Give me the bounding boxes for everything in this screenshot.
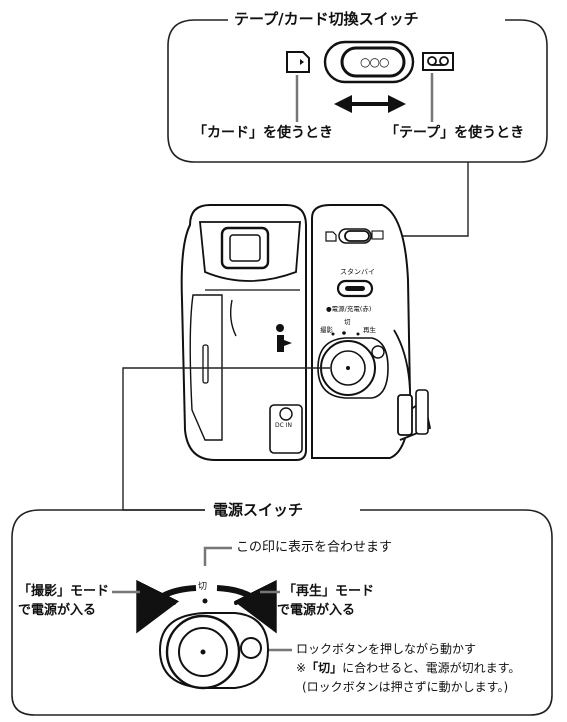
lock-note: ロックボタンを押しながら動かす xyxy=(296,642,477,656)
double-arrow-icon xyxy=(334,95,406,113)
dial-kiri-label: 切 xyxy=(198,582,208,592)
power-lamp-label: ●電源/充電(赤) xyxy=(326,305,372,313)
card-usage-label: 「カード」を使うとき xyxy=(193,125,333,141)
record-mode-line2: で電源が入る xyxy=(18,603,97,618)
lock-button[interactable] xyxy=(240,637,262,659)
tape-card-switch-title: テープ/カード切換スイッチ xyxy=(234,10,419,28)
dc-in-label: DC IN xyxy=(275,422,292,429)
camcorder-illustration xyxy=(180,204,432,461)
play-mode-line1: 「再生」モード xyxy=(283,584,375,599)
off-note-paren: (ロックボタンは押さずに動かします。) xyxy=(302,680,509,694)
camera-saisei-label: 再生 xyxy=(363,326,376,334)
play-mode-line2: で電源が入る xyxy=(277,603,356,618)
standby-label: スタンバイ xyxy=(340,268,375,276)
camera-kiri-label: 切 xyxy=(344,318,351,326)
switch-symbol: ○○○ xyxy=(360,55,389,69)
top-panel xyxy=(167,19,548,163)
card-icon xyxy=(286,51,310,73)
dial-saisei-label: 再生 xyxy=(240,598,256,607)
power-switch-dial[interactable] xyxy=(158,612,270,690)
camera-satsuei-label: 撮影 xyxy=(320,326,333,334)
connector-top xyxy=(383,162,469,237)
off-note-kiri: 「切」 xyxy=(306,661,343,675)
power-switch-title: 電源スイッチ xyxy=(213,501,304,519)
bottom-panel xyxy=(11,509,553,716)
record-mode-line1: 「撮影」モード xyxy=(18,584,110,599)
tape-usage-label: 「テープ」を使うとき xyxy=(385,125,525,141)
off-note-rest: に合わせると、電源が切れます。 xyxy=(342,661,521,675)
off-note: ※「切」に合わせると、電源が切れます。 xyxy=(296,662,520,674)
off-note-prefix: ※ xyxy=(296,661,307,675)
tape-icon xyxy=(422,52,454,71)
tape-card-switch[interactable] xyxy=(323,40,415,84)
dial-satsuei-label: 撮影 xyxy=(148,598,164,607)
mark-note: この印に表示を合わせます xyxy=(236,540,393,555)
